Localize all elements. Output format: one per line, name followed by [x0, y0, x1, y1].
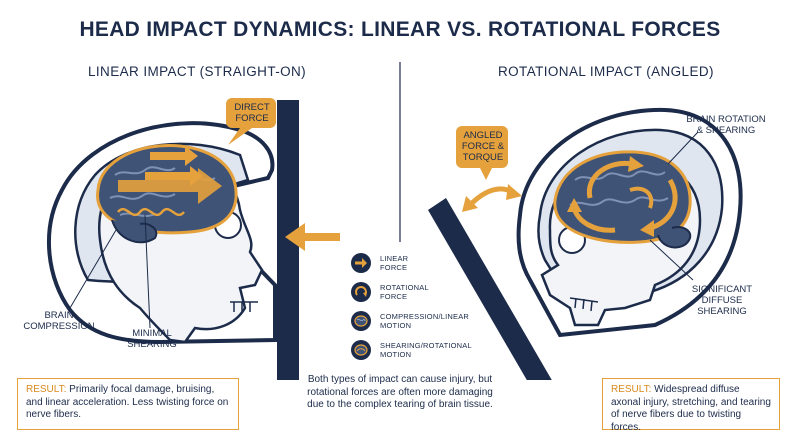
- legend-item-rotational-force: ROTATIONAL FORCE: [350, 281, 429, 303]
- rotational-impact-heading: ROTATIONAL IMPACT (ANGLED): [498, 64, 714, 79]
- impact-wall: [277, 100, 299, 380]
- legend-item-shearing: SHEARING/ROTATIONAL MOTION: [350, 339, 472, 361]
- impact-wall-angled: [428, 198, 552, 380]
- rotation-arrow-4: [629, 186, 654, 209]
- direct-force-arrow: [285, 223, 340, 251]
- teeth: [230, 301, 258, 312]
- legend-item-linear-force: LINEAR FORCE: [350, 252, 408, 274]
- cerebellum: [657, 226, 692, 249]
- compression-arrow-2: [145, 166, 203, 186]
- linear-result-box: RESULT: Primarily focal damage, bruising…: [17, 378, 239, 430]
- page-title: HEAD IMPACT DYNAMICS: LINEAR VS. ROTATIO…: [79, 18, 721, 41]
- result-heading: RESULT:: [26, 384, 67, 395]
- compression-motion-icon: [351, 311, 371, 331]
- shearing-motion-icon: [351, 340, 371, 360]
- brain-rotation-label: BRAIN ROTATION & SHEARING: [686, 114, 766, 136]
- result-heading: RESULT:: [611, 384, 652, 395]
- legend: LINEAR FORCE ROTATIONAL FORCE COMPRESSIO…: [350, 252, 472, 362]
- linear-impact-heading: LINEAR IMPACT (STRAIGHT-ON): [88, 64, 307, 79]
- result-text: Primarily focal damage, bruising, and li…: [26, 384, 229, 420]
- minimal-shearing-label: MINIMAL SHEARING: [127, 328, 177, 350]
- angled-force-label: ANGLED FORCE & TORQUE: [461, 130, 505, 163]
- angled-force-arrow: [468, 186, 514, 207]
- direct-force-label: DIRECT FORCE: [234, 102, 270, 124]
- legend-label: SHEARING/ROTATIONAL MOTION: [380, 341, 472, 359]
- legend-item-compression: COMPRESSION/LINEAR MOTION: [350, 310, 469, 332]
- legend-label: LINEAR FORCE: [380, 254, 409, 272]
- rotational-force-icon: [351, 282, 371, 302]
- linear-force-icon: [351, 253, 371, 273]
- rotational-impact-illustration: [428, 107, 743, 380]
- minimal-shearing-wave: [117, 207, 185, 217]
- rotational-result-box: RESULT: Widespread diffuse axonal injury…: [602, 378, 780, 433]
- result-text: Widespread diffuse axonal injury, stretc…: [611, 384, 771, 433]
- legend-label: ROTATIONAL FORCE: [380, 283, 429, 301]
- teeth: [569, 297, 599, 312]
- brain-compression-label: BRAIN COMPRESSION: [23, 310, 95, 332]
- compression-arrow-3: [118, 168, 222, 204]
- center-note: Both types of impact can cause injury, b…: [307, 374, 493, 410]
- compression-arrow-1: [150, 146, 198, 166]
- brain-folds: [109, 166, 216, 217]
- center-divider: [399, 62, 401, 242]
- diffuse-shearing-label: SIGNIFICANT DIFFUSE SHEARING: [691, 284, 753, 317]
- linear-impact-illustration: [46, 98, 340, 380]
- rotation-arrow-1: [586, 160, 633, 199]
- legend-label: COMPRESSION/LINEAR MOTION: [380, 312, 470, 330]
- rotation-arrow-2: [649, 178, 678, 231]
- angled-force-callout: [456, 126, 508, 168]
- direct-force-callout: [226, 98, 276, 128]
